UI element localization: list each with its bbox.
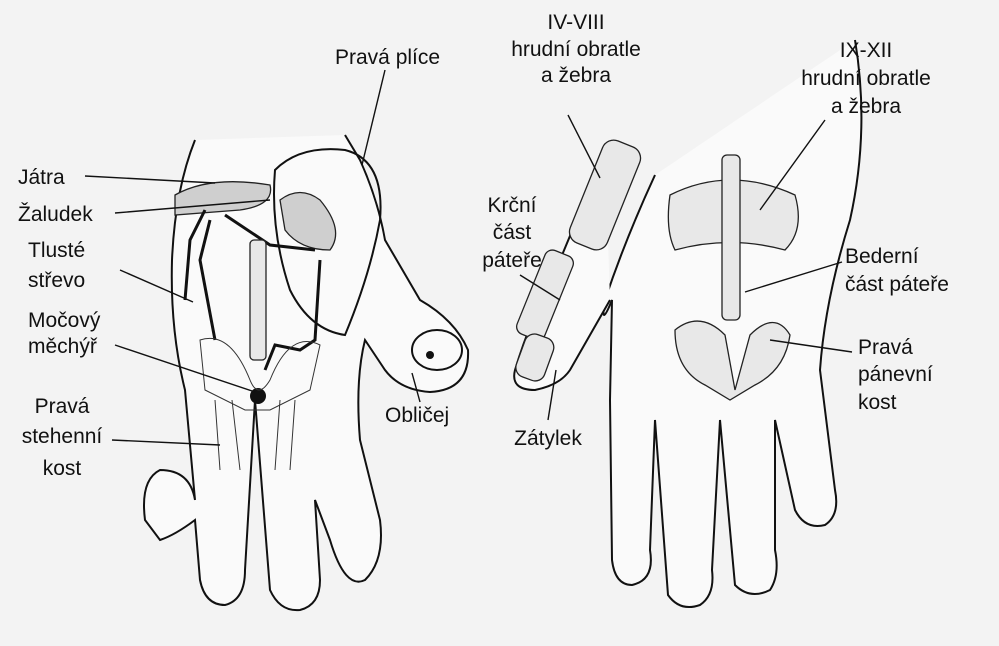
lumbar-spine-icon [721, 154, 741, 321]
label-bladder-1: Močový [28, 309, 101, 332]
label-pelvis-2: pánevní [858, 363, 933, 386]
label-pelvis-3: kost [858, 391, 897, 414]
colon-icon [183, 209, 322, 371]
thoracic-iv-viii-icon [568, 139, 642, 251]
label-colon-2: střevo [28, 269, 85, 292]
label-bladder-2: měchýř [28, 335, 98, 358]
label-lung: Pravá plíce [335, 46, 440, 69]
nape-icon [515, 333, 555, 382]
label-femur-1: Pravá [35, 395, 90, 418]
label-thoracic912-3: a žebra [831, 95, 901, 118]
label-thoracic912-2: hrudní obratle [801, 67, 931, 90]
labels: Játra Žaludek Tlusté střevo Močový měchý… [18, 11, 949, 480]
label-colon-1: Tlusté [28, 239, 85, 262]
pelvis-bone-icon [674, 320, 791, 401]
label-cervical-3: páteře [482, 249, 542, 272]
spine-icon [249, 239, 267, 361]
label-femur-3: kost [43, 457, 82, 480]
right-lung-icon [273, 148, 382, 337]
label-stomach: Žaludek [18, 203, 93, 226]
left-hand-organs [143, 134, 470, 612]
label-femur-2: stehenní [22, 425, 103, 448]
label-lumbar-2: část páteře [845, 273, 949, 296]
pelvis-icon [199, 338, 321, 411]
label-thoracic48-2: hrudní obratle [511, 38, 641, 61]
label-liver: Játra [18, 166, 65, 189]
label-thoracic48-3: a žebra [541, 64, 611, 87]
label-cervical-1: Krční [487, 194, 536, 217]
left-hand-outline [143, 134, 470, 612]
label-thoracic48-1: IV-VIII [547, 11, 604, 34]
right-hand-outline [602, 39, 863, 608]
label-cervical-2: část [493, 221, 532, 244]
label-pelvis-1: Pravá [858, 336, 913, 359]
leader-lines [84, 69, 853, 446]
label-lumbar-1: Bederní [845, 245, 919, 268]
right-hand-spine [513, 39, 863, 608]
femur-icon [214, 399, 296, 471]
stomach-icon [279, 191, 337, 251]
face-icon [411, 329, 463, 371]
liver-icon [174, 181, 272, 216]
label-thoracic912-1: IX-XII [840, 39, 893, 62]
label-nape: Zátylek [514, 427, 582, 450]
label-face: Obličej [385, 404, 449, 427]
